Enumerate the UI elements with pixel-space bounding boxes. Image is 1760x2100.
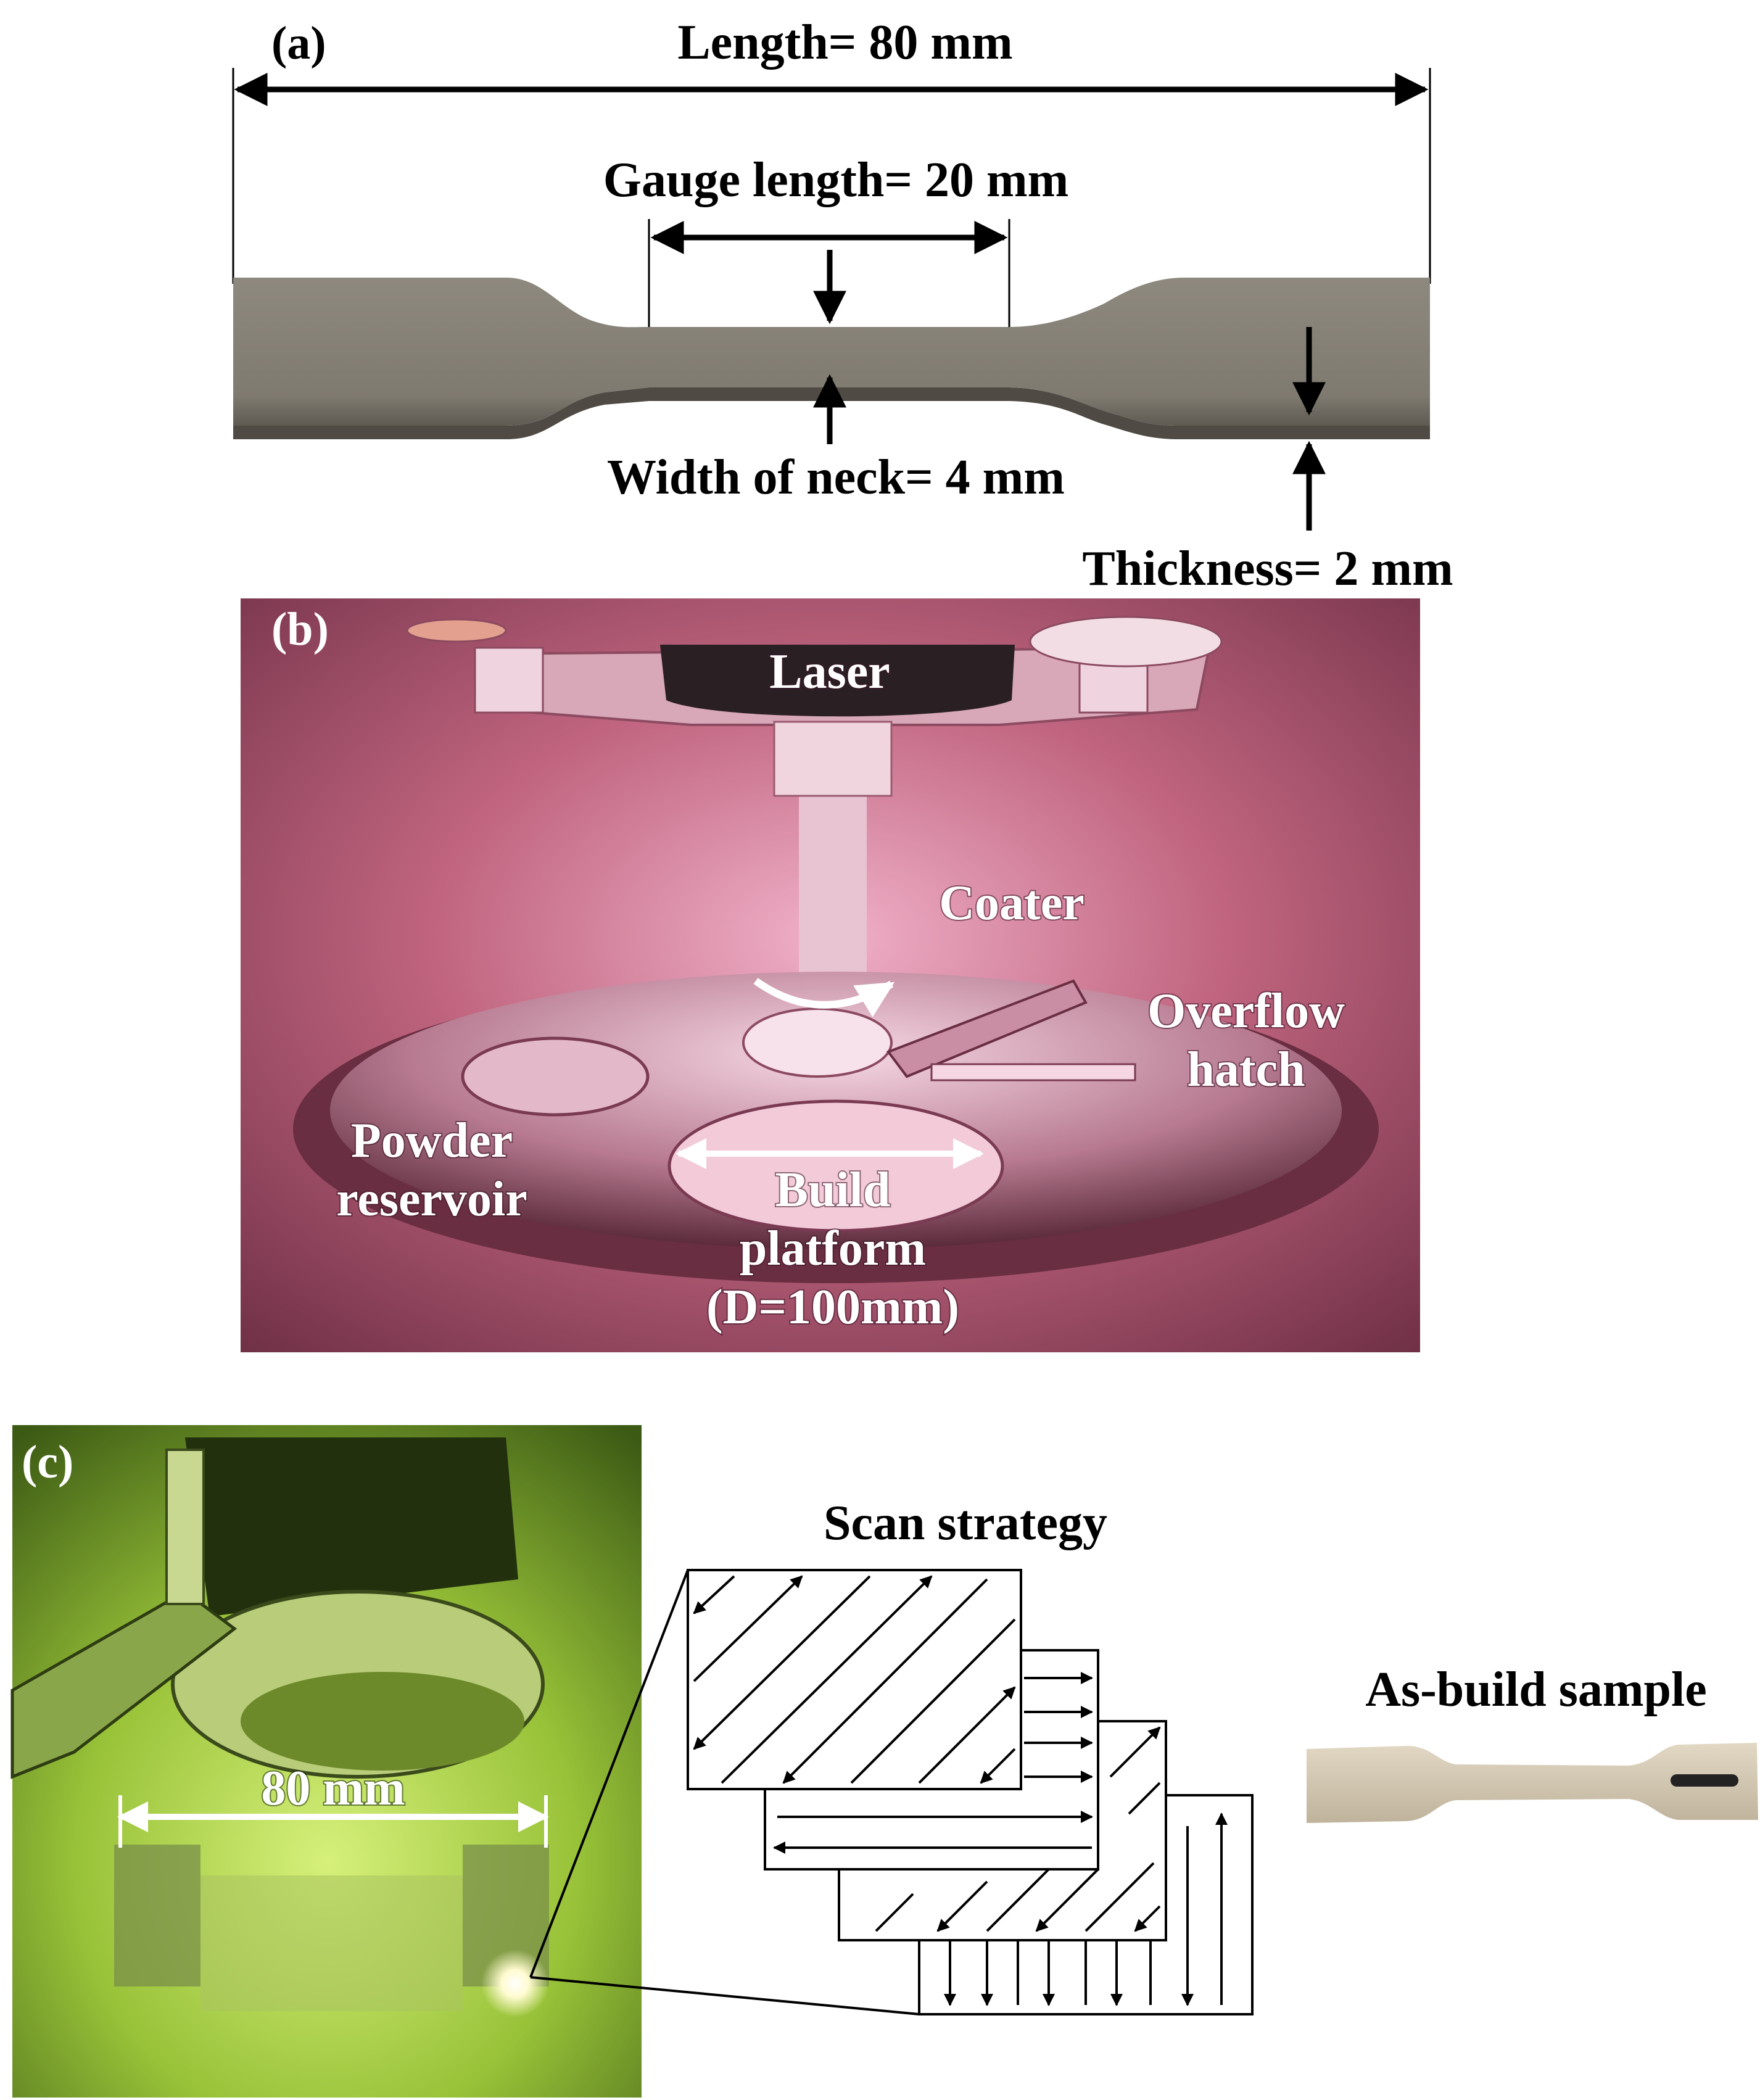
powder-reservoir-label-1: Powder xyxy=(351,1114,513,1168)
adjust-screw xyxy=(165,1449,205,1605)
panel-b-tag: (b) xyxy=(271,603,329,655)
panel-a: (a) Length= 80 mm Gauge length= 20 mm Wi… xyxy=(232,15,1453,596)
build-platform-label-1: Build xyxy=(775,1163,891,1217)
overflow-hatch-label-1: Overflow xyxy=(1147,984,1345,1038)
powder-reservoir-plate xyxy=(461,1036,650,1117)
as-build-sample xyxy=(1307,1743,1758,1823)
laser-head xyxy=(660,645,1015,717)
recoater-ring-inner xyxy=(241,1672,524,1771)
coater-arm xyxy=(886,979,1088,1078)
printed-part-middle xyxy=(200,1875,463,2011)
specimen-side-face xyxy=(233,387,1430,439)
printed-part-left xyxy=(114,1845,200,1986)
laser-label: Laser xyxy=(769,645,890,699)
zoom-line-bottom xyxy=(530,1976,920,2015)
top-right-disc xyxy=(1029,616,1223,668)
panel-b: (b) Laser Coater Overflow hatch Powder r… xyxy=(241,598,1420,1352)
laser-melt-spot xyxy=(481,1949,549,2017)
length-label: Length= 80 mm xyxy=(677,15,1012,70)
gauge-length-label: Gauge length= 20 mm xyxy=(603,153,1068,207)
build-platform-label-2: platform xyxy=(740,1222,926,1276)
recoater-arm xyxy=(10,1590,238,1779)
scan-layer-1 xyxy=(687,1569,1022,1790)
overflow-hatch-slot xyxy=(930,1063,1136,1081)
recoater-housing xyxy=(185,1437,518,1616)
sample-mark xyxy=(1671,1774,1738,1787)
powder-reservoir-label-2: reservoir xyxy=(336,1172,527,1226)
panel-c-tag: (c) xyxy=(22,1436,73,1488)
scan-strategy-title: Scan strategy xyxy=(824,1496,1107,1550)
dimension-80mm-label: 80 mm xyxy=(261,1761,405,1816)
zoom-line-top xyxy=(529,1569,689,1978)
panel-a-tag: (a) xyxy=(271,17,326,69)
as-build-sample-title: As-build sample xyxy=(1365,1663,1706,1717)
column-collar xyxy=(773,721,893,797)
top-left-disc xyxy=(406,618,507,643)
coater-label: Coater xyxy=(939,876,1084,930)
thickness-label: Thickness= 2 mm xyxy=(1082,542,1453,596)
coater-rotation-arrow xyxy=(753,978,895,1017)
overflow-hatch-label-2: hatch xyxy=(1187,1043,1305,1097)
specimen-shape xyxy=(233,278,1430,426)
mount-block-left xyxy=(474,647,544,714)
build-platform-label-3: (D=100mm) xyxy=(706,1280,959,1334)
neck-width-label: Width of neck= 4 mm xyxy=(607,450,1065,505)
coater-hub xyxy=(742,1007,893,1078)
panel-c: 80 mm (c) Scan strategy xyxy=(10,1425,1758,2098)
